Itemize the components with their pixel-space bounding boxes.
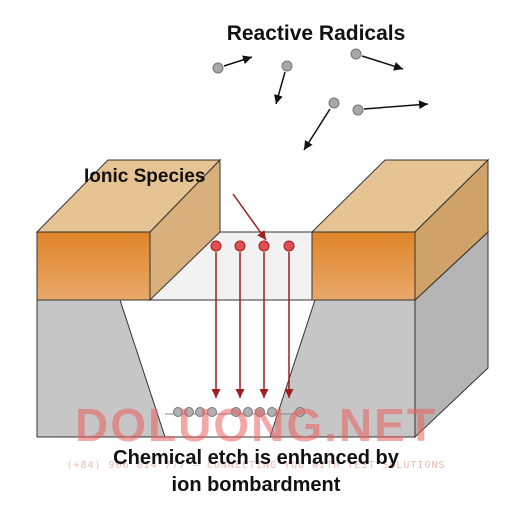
ion-particle [258,240,270,252]
surface-atom [207,407,217,417]
radical-particle [350,48,362,60]
surface-atom [267,407,277,417]
radical-arrow [361,55,404,71]
surface-atom [231,407,241,417]
etched-trench [119,299,316,438]
radical-arrow [274,71,286,105]
radical-arrow [363,100,429,110]
radical-particle [328,97,340,109]
ion-particle [210,240,222,252]
radical-particle [212,62,224,74]
surface-atom [295,407,305,417]
surface-atom [184,407,194,417]
caption-line-1: Chemical etch is enhanced by [113,447,399,469]
reactive-radicals [212,48,429,151]
ion-particle [234,240,246,252]
surface-atom [255,407,265,417]
left-mask-front [36,231,151,301]
surface-atom [243,407,253,417]
watermark-subline: (+84) 906 814 777 — CONNECTING YOU WITH … [66,460,446,471]
caption-line-2: ion bombardment [171,474,341,496]
ionic-species-label: Ionic Species [84,166,206,187]
radical-particle [281,60,293,72]
surface-atoms [173,407,305,417]
ionic-pointer-arrow [232,193,267,241]
surface-atom [173,407,183,417]
right-mask-front [311,231,416,301]
watermark: DOLUONG.NET [75,399,437,451]
ionic-species [210,240,295,398]
radical-particle [352,104,364,116]
ion-particle [283,240,295,252]
surface-atom [195,407,205,417]
radical-arrow [223,55,253,67]
reactive-radicals-label: Reactive Radicals [226,22,406,45]
radical-arrow [303,108,331,151]
